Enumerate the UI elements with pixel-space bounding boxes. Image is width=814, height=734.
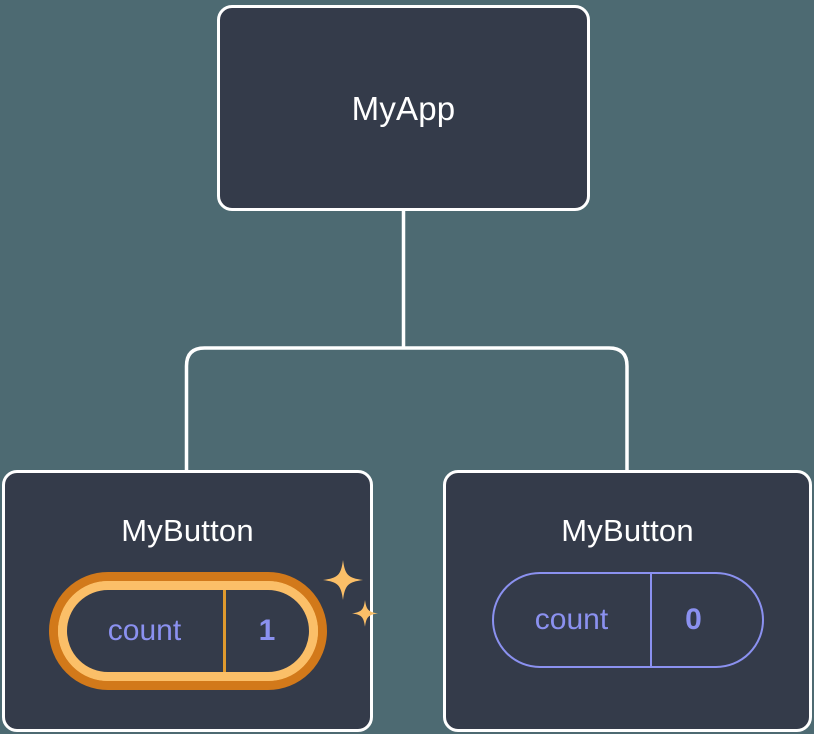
state-value: 1 [222,590,309,672]
sparkle-small-icon [351,600,378,627]
node-title: MyApp [351,89,456,127]
node-myapp[interactable]: MyApp [217,5,590,211]
state-key: count [107,614,182,647]
node-mybutton-right[interactable]: MyButton count 0 [443,470,812,732]
sparkle-group [322,560,378,627]
node-title: MyButton [561,513,694,548]
state-pill[interactable]: count 0 [491,572,764,668]
state-key: count [534,603,609,636]
node-mybutton-left[interactable]: MyButton count 1 [2,470,378,732]
node-title: MyButton [121,513,254,548]
state-value: 0 [649,574,736,666]
state-pill-inner: count 1 [57,581,318,681]
sparkle-large-icon [322,560,363,600]
connector-branch-bar [184,346,629,470]
state-pill-highlighted[interactable]: count 1 [48,572,327,690]
state-pill-wrapper-highlighted: count 1 [48,560,378,690]
state-pill-wrapper: count 0 [491,572,764,668]
